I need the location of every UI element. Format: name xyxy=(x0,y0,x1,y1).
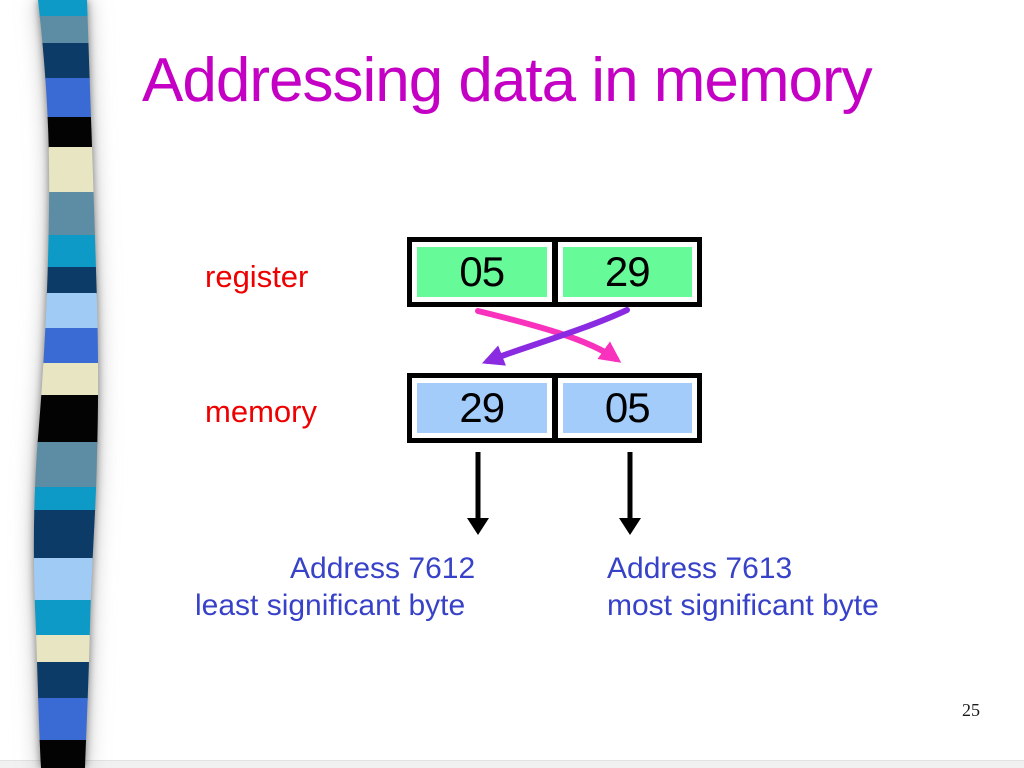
slide-footer-strip xyxy=(0,760,1024,768)
memory-byte-slot-0: 29 xyxy=(412,378,552,438)
memory-byte-1: 05 xyxy=(562,383,692,433)
register-byte-0: 05 xyxy=(417,247,547,297)
register-byte-slot-1: 29 xyxy=(551,242,698,302)
register-byte-1: 29 xyxy=(562,247,692,297)
register-byte-slot-0: 05 xyxy=(412,242,552,302)
memory-byte-slot-1: 05 xyxy=(551,378,698,438)
arrow-memory1-to-address xyxy=(619,452,641,535)
address-right-line2: most significant byte xyxy=(607,589,879,622)
memory-box: 29 05 xyxy=(407,373,702,443)
memory-label: memory xyxy=(205,394,317,429)
memory-byte-0: 29 xyxy=(417,383,547,433)
arrow-memory0-to-address xyxy=(467,452,489,535)
address-pointer-arrows xyxy=(467,452,641,535)
ribbon-bands xyxy=(33,0,99,768)
register-box: 05 29 xyxy=(407,237,702,307)
address-left-line2: least significant byte xyxy=(195,589,466,622)
byte-swap-arrows xyxy=(475,307,630,366)
arrow-register1-to-memory0 xyxy=(481,307,630,366)
address-left-line1: Address 7612 xyxy=(290,552,476,585)
page-title: Addressing data in memory xyxy=(142,46,873,115)
address-right-line1: Address 7613 xyxy=(607,552,793,585)
arrow-register0-to-memory1 xyxy=(475,308,622,363)
decorative-ribbon xyxy=(33,0,99,768)
register-label: register xyxy=(205,259,309,294)
page-number: 25 xyxy=(962,700,980,720)
